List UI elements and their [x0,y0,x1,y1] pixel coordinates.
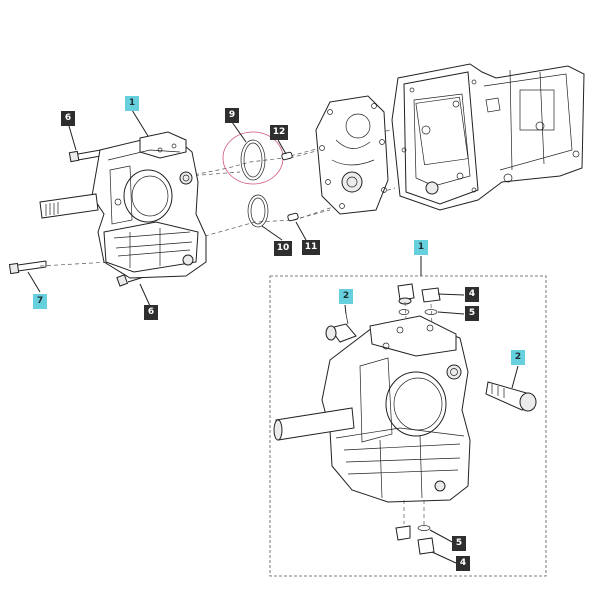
callout-oring-large: 9 [225,108,239,123]
inset-frame [269,275,547,577]
left-gearbox [39,131,207,279]
transmission-housing [391,63,585,211]
callout-bolt-lower-right: 6 [144,305,158,320]
callout-inset-fitting-right: 2 [511,350,525,365]
inset-gearbox [273,315,471,503]
leader-lines [27,109,519,564]
callout-pin-upper: 12 [270,125,288,140]
callout-pin-lower: 11 [302,240,320,255]
o-rings [222,131,284,228]
dowel-pins [281,151,299,222]
inset-plugs-top [397,283,441,327]
adapter-plate [315,95,389,215]
callout-inset-plug-top: 4 [465,287,479,302]
callout-oring-small: 10 [274,241,292,256]
callout-inset-washer-bottom: 5 [452,536,466,551]
callout-inset-fitting-left: 2 [339,289,353,304]
inset-fitting-right [485,381,537,412]
callout-left-assembly: 1 [125,96,139,111]
callout-inset-plug-bottom: 4 [456,556,470,571]
callout-bolt-upper: 6 [61,111,75,126]
inset-fitting-left [325,313,357,343]
callout-bolt-lower-left: 7 [33,294,47,309]
inset-plugs-bottom [395,500,435,555]
bolt-lower-left [8,260,47,275]
callout-inset-assembly: 1 [414,240,428,255]
callout-inset-washer-top: 5 [465,306,479,321]
